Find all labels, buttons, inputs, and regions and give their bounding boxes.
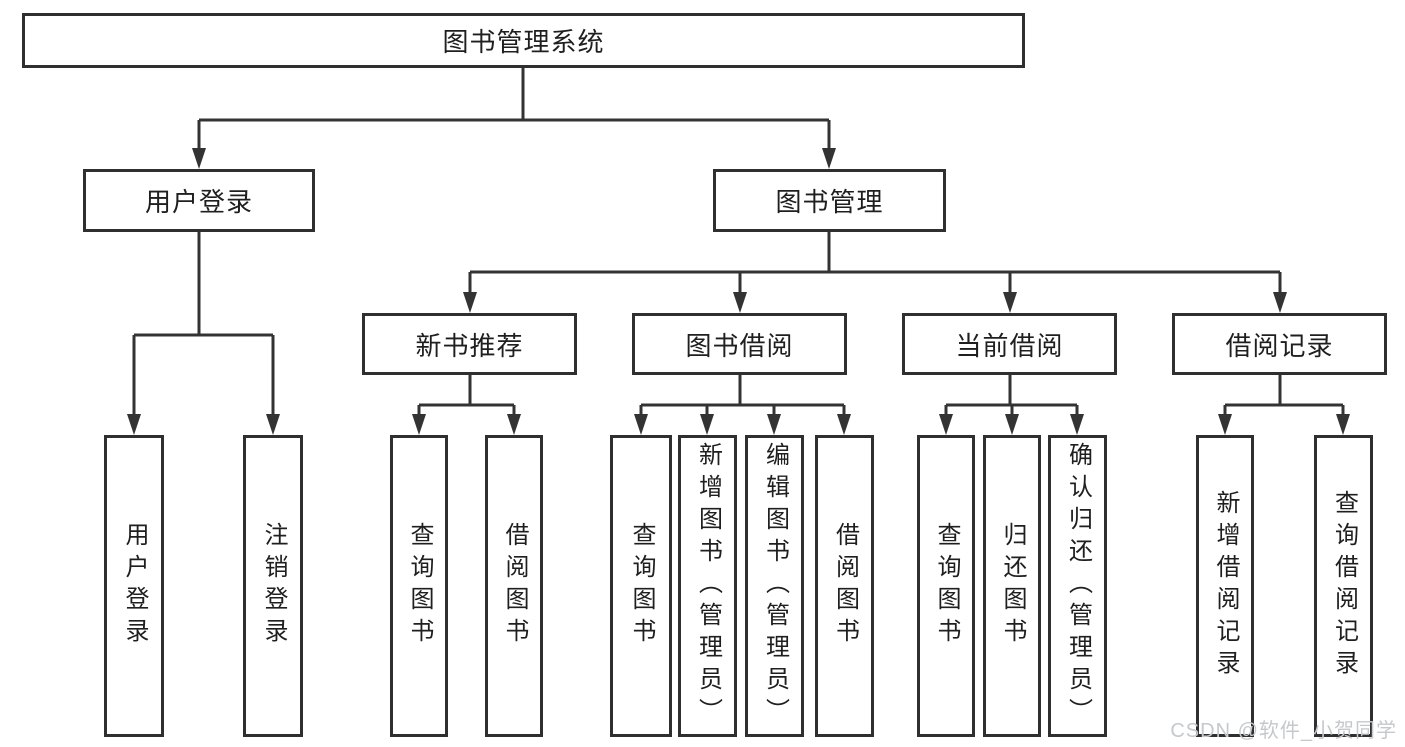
node-user-login: 用户登录 <box>83 169 315 232</box>
leaf-label: 新增借阅记录 <box>1212 490 1239 682</box>
arrowhead <box>1336 414 1350 435</box>
leaf-label: 用户登录 <box>121 522 148 650</box>
arrowhead <box>1003 292 1017 313</box>
arrowhead <box>939 414 953 435</box>
leaf-add-books-admin: 新增图书（管理员） <box>678 435 737 737</box>
leaf-query-borrow-record: 查询借阅记录 <box>1314 435 1373 737</box>
arrowhead <box>127 414 141 435</box>
leaf-label: 查询图书 <box>933 522 960 650</box>
connector-book-borrow-branch <box>639 375 846 416</box>
leaf-label: 查询图书 <box>406 522 433 650</box>
node-new-book-recommend: 新书推荐 <box>362 313 577 375</box>
arrowhead <box>1070 414 1084 435</box>
arrowhead <box>1273 292 1287 313</box>
connector-new-book-branch <box>417 375 516 416</box>
leaf-edit-books-admin: 编辑图书（管理员） <box>745 435 804 737</box>
leaf-label: 注销登录 <box>260 522 287 650</box>
arrowhead <box>822 148 836 169</box>
leaf-query-books-recommend: 查询图书 <box>390 435 448 737</box>
csdn-watermark: CSDN @软件_小贺同学 <box>1170 720 1397 742</box>
connector-current-borrow-branch <box>944 375 1079 416</box>
connector-book-management-branch <box>468 232 1282 294</box>
connector-root-branch <box>197 68 831 149</box>
leaf-label: 归还图书 <box>999 522 1026 650</box>
arrowhead <box>507 414 521 435</box>
leaf-confirm-return-admin: 确认归还（管理员） <box>1048 435 1107 737</box>
connector-user-login-branch <box>132 232 275 415</box>
leaf-label: 借阅图书 <box>501 522 528 650</box>
arrowhead <box>266 414 280 435</box>
leaf-label: 确认归还（管理员） <box>1064 442 1092 730</box>
leaf-user-login: 用户登录 <box>104 435 164 737</box>
leaf-query-books-borrow: 查询图书 <box>610 435 672 737</box>
arrowhead <box>192 148 206 169</box>
connector-borrow-records-branch <box>1223 375 1345 416</box>
leaf-return-books: 归还图书 <box>983 435 1041 737</box>
leaf-label: 新增图书（管理员） <box>694 442 722 730</box>
leaf-add-borrow-record: 新增借阅记录 <box>1196 435 1254 737</box>
arrowhead <box>1218 414 1232 435</box>
arrowhead <box>767 414 781 435</box>
leaf-label: 借阅图书 <box>831 522 859 650</box>
node-book-management: 图书管理 <box>713 169 946 232</box>
node-book-borrow: 图书借阅 <box>632 313 847 375</box>
arrowhead <box>837 414 851 435</box>
leaf-borrow-books-recommend: 借阅图书 <box>485 435 543 737</box>
leaf-logout: 注销登录 <box>243 435 303 737</box>
leaf-label: 查询图书 <box>628 522 655 650</box>
node-book-management-system: 图书管理系统 <box>22 13 1025 68</box>
node-current-borrow: 当前借阅 <box>902 313 1117 375</box>
leaf-query-books-current: 查询图书 <box>917 435 975 737</box>
arrowhead <box>733 292 747 313</box>
arrowhead <box>1005 414 1019 435</box>
leaf-label: 编辑图书（管理员） <box>761 442 789 730</box>
arrowhead <box>700 414 714 435</box>
leaf-borrow-books: 借阅图书 <box>815 435 874 737</box>
arrowhead <box>463 292 477 313</box>
arrowhead <box>634 414 648 435</box>
node-borrow-records: 借阅记录 <box>1172 313 1387 375</box>
arrowhead <box>412 414 426 435</box>
leaf-label: 查询借阅记录 <box>1330 490 1358 682</box>
